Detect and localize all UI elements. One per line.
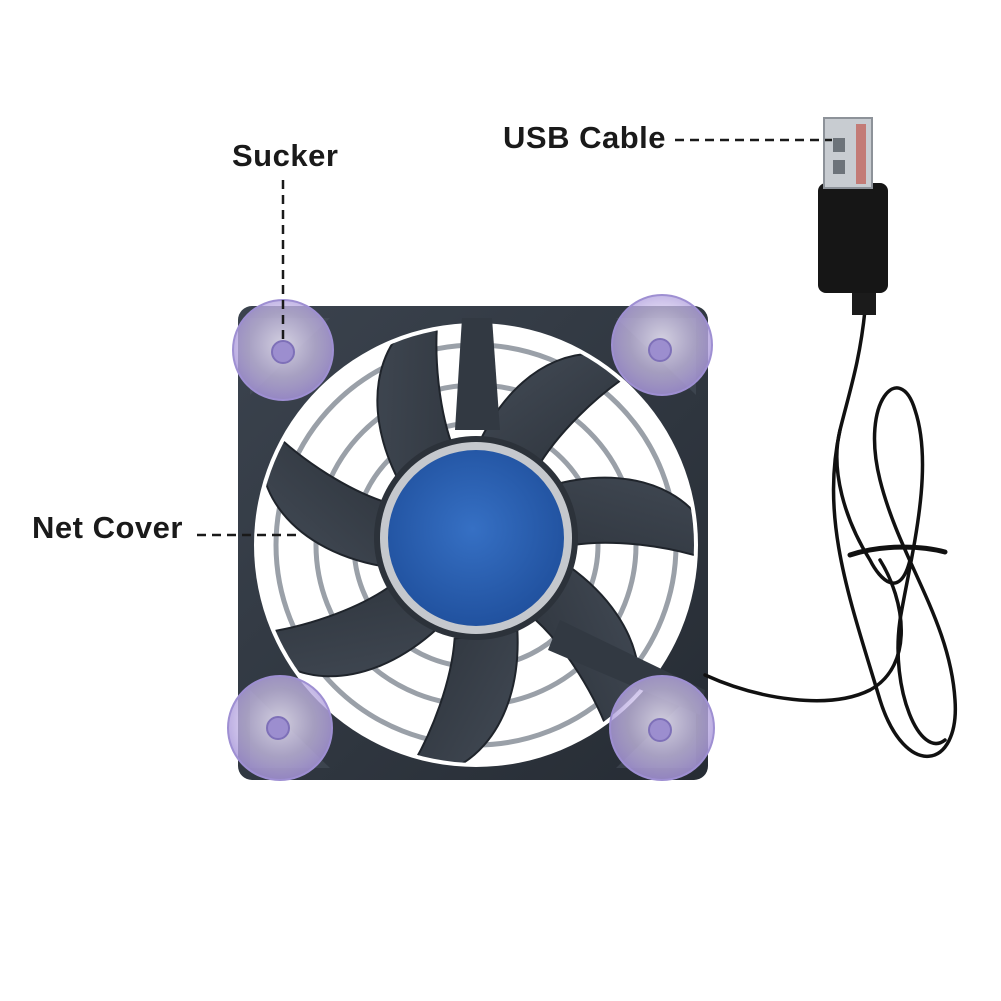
usb-plug	[818, 117, 888, 315]
usb-cable	[703, 308, 957, 758]
fan-hub	[374, 436, 578, 640]
sucker-bottom-right	[609, 675, 715, 781]
label-net-cover: Net Cover	[32, 510, 183, 545]
label-sucker: Sucker	[232, 138, 339, 173]
label-usb-cable: USB Cable	[503, 120, 666, 155]
sucker-top-left	[232, 299, 334, 401]
sucker-bottom-left	[227, 675, 333, 781]
sucker-top-right	[611, 294, 713, 396]
fan-blades	[258, 327, 694, 763]
leader-lines	[197, 138, 832, 537]
